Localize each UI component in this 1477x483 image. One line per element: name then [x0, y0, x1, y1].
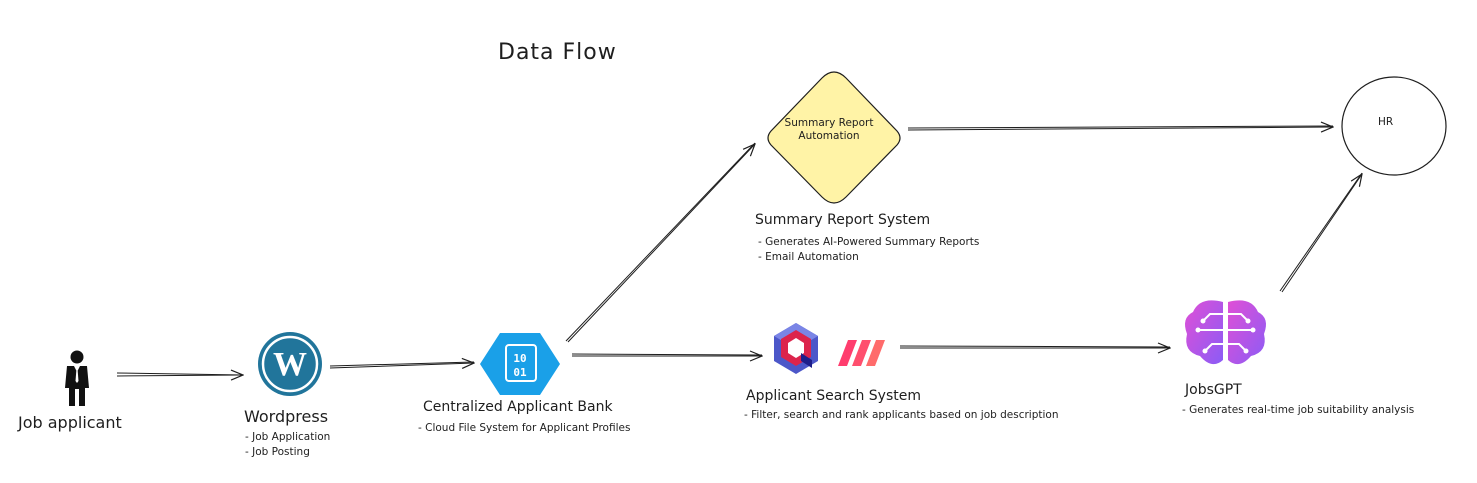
search-label: Applicant Search System	[746, 388, 921, 404]
jobsgpt-bullets: - Generates real-time job suitability an…	[1182, 403, 1414, 418]
person-icon	[65, 350, 89, 406]
wordpress-bullets: - Job Application - Job Posting	[245, 430, 330, 460]
edge-wordpress-to-bank	[329, 362, 474, 368]
summary-label: Summary Report System	[755, 212, 931, 228]
page-title: Data Flow	[498, 40, 617, 65]
svg-text:W: W	[273, 346, 307, 383]
edge-summary-to-hr	[907, 126, 1333, 130]
file-storage-icon: 10 01	[480, 333, 560, 395]
wordpress-label: Wordpress	[244, 407, 329, 426]
summary-diamond-text: Summary Report Automation	[784, 117, 874, 142]
search-bullet-1: - Filter, search and rank applicants bas…	[744, 409, 1059, 421]
edge-jobsgpt-to-hr	[1279, 173, 1362, 293]
edge-search-to-jobsgpt	[899, 346, 1170, 348]
bank-bullet-1: - Cloud File System for Applicant Profil…	[418, 422, 631, 434]
wordpress-icon: W	[258, 332, 322, 396]
summary-bullets: - Generates AI-Powered Summary Reports -…	[758, 235, 979, 265]
wordpress-bullet-2: - Job Posting	[245, 446, 310, 458]
hr-node-ellipse	[1341, 76, 1447, 176]
summary-report-diamond	[767, 71, 901, 204]
bank-label: Centralized Applicant Bank	[423, 399, 613, 415]
brain-icon	[1185, 300, 1266, 365]
jobsgpt-bullet-1: - Generates real-time job suitability an…	[1182, 404, 1415, 416]
edge-bank-to-search	[571, 354, 762, 356]
vector-db-icon	[774, 323, 818, 374]
search-engine-icon	[838, 340, 885, 366]
bank-bullets: - Cloud File System for Applicant Profil…	[418, 421, 630, 436]
summary-bullet-1: - Generates AI-Powered Summary Reports	[758, 236, 980, 248]
wordpress-bullet-1: - Job Application	[245, 431, 331, 443]
jobsgpt-label: JobsGPT	[1185, 382, 1242, 398]
svg-text:10: 10	[513, 352, 526, 365]
applicant-label: Job applicant	[18, 413, 122, 432]
svg-text:01: 01	[513, 366, 527, 379]
hr-label: HR	[1378, 116, 1394, 128]
search-bullets: - Filter, search and rank applicants bas…	[744, 408, 1059, 423]
summary-bullet-2: - Email Automation	[758, 251, 859, 263]
edge-applicant-to-wordpress	[116, 373, 243, 376]
edge-bank-to-summary	[565, 142, 755, 343]
